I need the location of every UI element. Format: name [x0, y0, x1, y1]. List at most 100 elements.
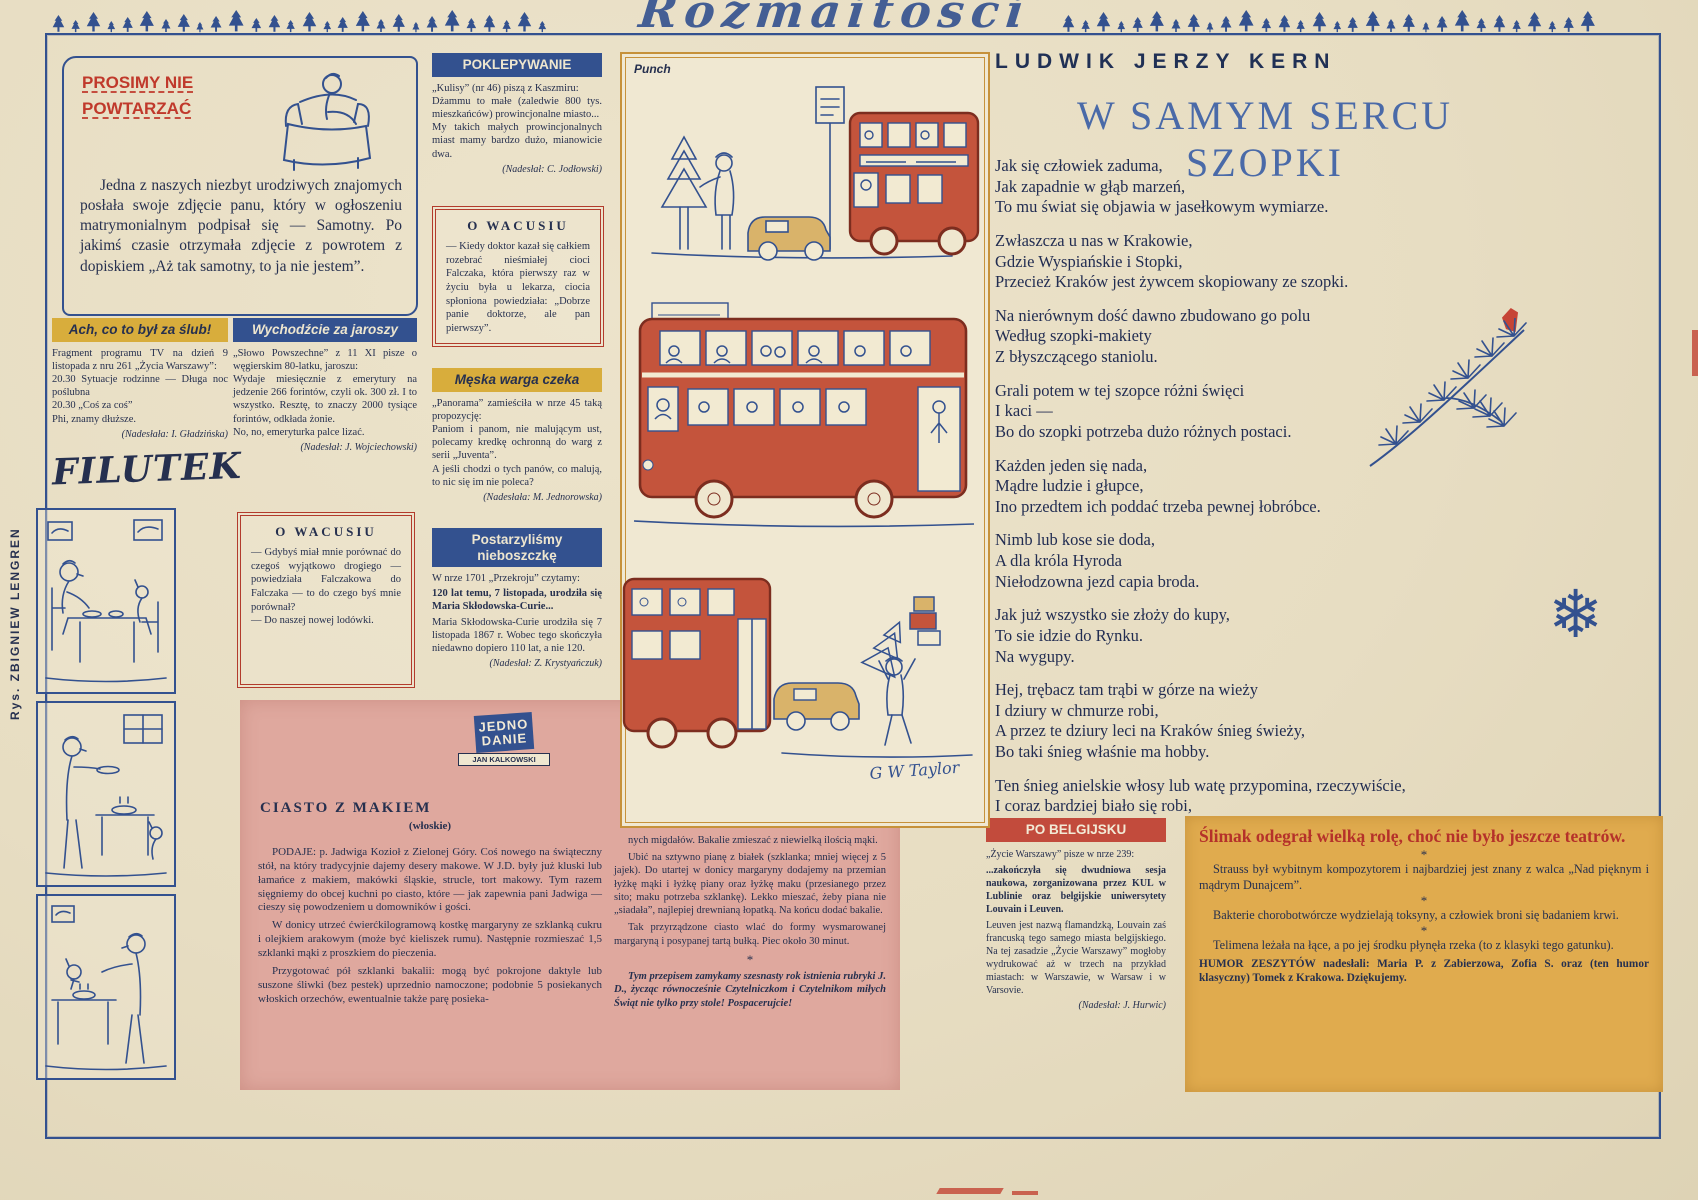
- star-divider: *: [1420, 892, 1428, 908]
- slub-header: Ach, co to był za ślub!: [52, 318, 228, 342]
- pine-tree-icon: [86, 12, 101, 32]
- poem-stanza: Jak już wszystko sie złoży do kupy, To s…: [995, 605, 1230, 666]
- pine-tree-icon: [251, 18, 261, 32]
- recipe-column-1: PODAJE: p. Jadwiga Kozioł z Zielonej Gór…: [258, 846, 602, 1010]
- pine-tree-icon: [1062, 15, 1075, 32]
- poem-stanza: Każden jeden się nada, Mądre ludzie i gł…: [995, 455, 1321, 516]
- pine-tree-icon: [107, 21, 116, 33]
- filutek-comic-strip: [36, 508, 178, 1087]
- pine-tree-icon: [1149, 11, 1165, 32]
- pine-tree-icon: [1365, 11, 1380, 32]
- prosimy-box: PROSIMY NIE POWTARZAĆ Jedna z naszych ni…: [62, 56, 418, 316]
- section-po-belgijsku: PO BELGIJSKU „Życie Warszawy” pisze w nr…: [986, 818, 1166, 1011]
- poklepywanie-body: „Kulisy” (nr 46) piszą z Kaszmiru: Dżamm…: [432, 82, 602, 160]
- wacusiu1-header: O WACUSIU: [467, 218, 569, 233]
- section-meska-warga: Męska warga czeka „Panorama” zamieściła …: [432, 368, 602, 503]
- star-divider: *: [1420, 922, 1428, 938]
- pine-tree-icon: [177, 14, 190, 32]
- poem-stanza: Nimb lub kose sie doda, A dla króla Hyro…: [995, 530, 1200, 591]
- pine-tree-icon: [161, 19, 171, 32]
- poem-stanza: Grali potem w tej szopce różni święci I …: [995, 380, 1292, 441]
- pine-tree-icon: [412, 22, 420, 33]
- belgijsku-attribution: (Nadesłał: J. Hurwic): [1078, 999, 1167, 1011]
- red-print-smudge: [1692, 330, 1698, 376]
- jedno-danie-stamp: JEDNO DANIE JAN KALKOWSKI: [458, 712, 550, 767]
- pine-tree-icon: [1187, 14, 1200, 32]
- recipe-closing-note: Tym przepisem zamykamy szesnasty rok ist…: [614, 971, 886, 1009]
- poem-stanza: Jak się człowiek zaduma, Jak zapadnie w …: [995, 156, 1329, 217]
- poem-body: Jak się człowiek zaduma, Jak zapadnie w …: [995, 156, 1535, 851]
- pine-tree-icon: [1220, 16, 1232, 32]
- pine-tree-icon: [139, 11, 155, 32]
- pine-tree-icon: [1333, 21, 1341, 33]
- poem-stanza: Hej, trębacz tam trąbi w górze na wieży …: [995, 680, 1306, 761]
- postarzylismy-p2: 120 lat temu, 7 listopada, urodziła się …: [432, 588, 602, 613]
- red-print-smudge: [936, 1188, 1004, 1194]
- pine-tree-icon: [466, 18, 477, 32]
- pine-tree-icon: [210, 16, 222, 32]
- jarosze-attribution: (Nadesłał: J. Wojciechowski): [300, 442, 417, 454]
- comic-panel-2: [36, 701, 176, 887]
- prosimy-title: PROSIMY NIE POWTARZAĆ: [82, 73, 194, 118]
- pine-tree-icon: [1476, 18, 1487, 32]
- cartoonist-signature: G W Taylor: [869, 758, 961, 783]
- pine-tree-icon: [1386, 19, 1396, 32]
- prosimy-body: Jedna z naszych niezbyt urodziwych znajo…: [80, 177, 402, 275]
- pine-tree-icon: [122, 17, 133, 32]
- meska-header: Męska warga czeka: [432, 368, 602, 392]
- masthead-trees-right: [1062, 3, 1658, 33]
- pine-tree-icon: [286, 20, 296, 33]
- humor-footer: HUMOR ZESZYTÓW nadesłali: Maria P. z Zab…: [1199, 957, 1649, 985]
- pine-tree-icon: [517, 12, 532, 32]
- pine-tree-icon: [1296, 20, 1306, 33]
- pine-tree-icon: [229, 10, 245, 32]
- pine-tree-icon: [268, 15, 280, 32]
- comic-panel-3-drawing: [45, 905, 167, 1071]
- comic-panel-2-drawing: [45, 714, 167, 877]
- recipe-paragraph: PODAJE: p. Jadwiga Kozioł z Zielonej Gór…: [258, 846, 602, 914]
- belgijsku-p1: „Życie Warszawy” pisze w nrze 239:: [986, 848, 1135, 860]
- pine-tree-icon: [1239, 10, 1255, 32]
- recipe-title: CIASTO Z MAKIEM: [260, 800, 432, 816]
- poem-stanza: Zwłaszcza u nas w Krakowie, Gdzie Wyspia…: [995, 230, 1349, 292]
- recipe-paragraph: nych migdałów. Bakalie zmieszać z niewie…: [628, 835, 878, 846]
- poklepywanie-attribution: (Nadesłał: C. Jodłowski): [502, 163, 602, 175]
- pine-branch-icon: [1369, 318, 1527, 467]
- comic-panel-1: [36, 508, 176, 694]
- pine-tree-icon: [337, 17, 349, 32]
- pine-tree-icon: [323, 21, 331, 33]
- wacusiu2-body: — Gdybyś miał mnie porównać do czegoś wy…: [251, 547, 401, 627]
- postarzylismy-p1: W nrze 1701 „Przekroju” czytamy:: [432, 573, 580, 585]
- humor-title: Ślimak odegrał wielką rolę, choć nie był…: [1199, 826, 1626, 846]
- pine-tree-icon: [1096, 12, 1111, 32]
- recipe-box: JEDNO DANIE JAN KALKOWSKI CIASTO Z MAKIE…: [240, 700, 900, 1090]
- star-divider: *: [1420, 846, 1428, 862]
- postarzylismy-attribution: (Nadesłał: Z. Krystyańczuk): [489, 658, 603, 670]
- poem-stanza: Na nierównym dość dawno zbudowano go pol…: [995, 305, 1311, 366]
- wacusiu1-body: — Kiedy doktor kazał się całkiem rozebra…: [446, 241, 590, 334]
- wacusiu2-box: O WACUSIU — Gdybyś miał mnie porównać do…: [237, 512, 415, 688]
- pine-tree-icon: [538, 21, 547, 33]
- pine-tree-icon: [1454, 10, 1470, 32]
- pine-tree-icon: [483, 15, 496, 32]
- meska-attribution: (Nadesłała: M. Jednorowska): [483, 492, 602, 504]
- humor-item: Strauss był wybitnym kompozytorem i najb…: [1199, 862, 1649, 892]
- pine-tree-icon: [1548, 21, 1557, 33]
- jarosze-body: „Słowo Powszechne” z 11 XI pisze o węgie…: [233, 347, 417, 438]
- masthead-trees-left: [52, 3, 608, 33]
- recipe-paragraph: W donicy utrzeć ćwierćkilogramową kostkę…: [258, 919, 602, 960]
- belgijsku-p2: ...zakończyła się dwudniowa sesja naukow…: [986, 864, 1166, 915]
- pine-tree-icon: [1081, 20, 1090, 33]
- stamp-line2: DANIE: [481, 730, 528, 749]
- pine-tree-icon: [1493, 15, 1506, 32]
- slub-attribution: (Nadesłała: I. Gładzińska): [121, 428, 228, 440]
- masthead-title: Rozmaitości: [636, 0, 1034, 38]
- section-slub: Ach, co to był za ślub! Fragment program…: [52, 318, 228, 440]
- recipe-paragraph: Przygotować pół szklanki bakalii: mogą b…: [258, 964, 602, 1005]
- snowflake-icon: ❄: [1548, 576, 1604, 653]
- red-print-smudge: [1012, 1191, 1038, 1195]
- illustrator-credit: Rys. ZBIGNIEW LENGREN: [8, 527, 22, 720]
- section-poklepywanie: POKLEPYWANIE „Kulisy” (nr 46) piszą z Ka…: [432, 53, 602, 175]
- pine-tree-icon: [444, 10, 460, 32]
- pine-tree-icon: [1563, 17, 1574, 32]
